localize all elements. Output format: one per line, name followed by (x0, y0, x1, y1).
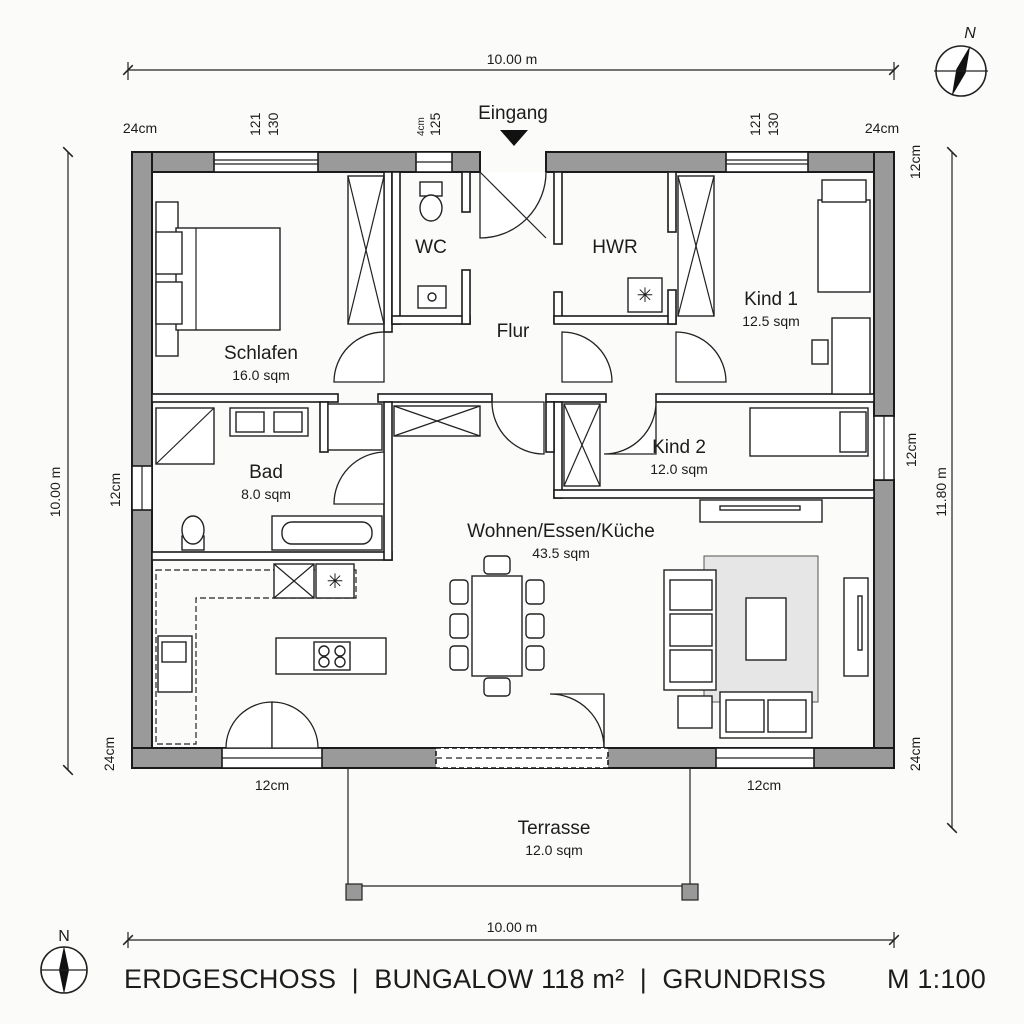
interior-walls (151, 171, 875, 561)
room-name-wc: WC (415, 237, 447, 258)
dim-left-bottom: 24cm (101, 737, 117, 771)
room-area-kind1: 12.5 sqm (742, 313, 800, 329)
terrace-outline (345, 768, 699, 901)
dim-right-top: 12cm (907, 145, 923, 179)
dim-top-width: 10.00 m (487, 51, 538, 67)
dim-window-tl-b: 130 (265, 112, 281, 136)
room-name-schlafen: Schlafen (224, 343, 298, 364)
furniture: ✳ (155, 175, 871, 745)
dim-window-wc-a: 4cm (416, 117, 427, 136)
room-name-flur: Flur (497, 321, 530, 342)
doors (225, 171, 727, 749)
room-name-bad: Bad (249, 462, 283, 483)
footer-title: ERDGESCHOSS | BUNGALOW 118 m² | GRUNDRIS… (124, 964, 826, 994)
dimension-lines (62, 62, 958, 948)
north-label-top: N (964, 25, 976, 42)
room-name-kind1: Kind 1 (744, 289, 798, 310)
dim-right-height: 11.80 m (933, 467, 949, 517)
room-name-terrasse: Terrasse (518, 818, 591, 839)
dim-window-wc-b: 125 (427, 112, 443, 136)
footer-scale: M 1:100 (887, 964, 986, 994)
dim-wall-tl: 24cm (123, 120, 157, 136)
room-area-wohnen: 43.5 sqm (532, 545, 590, 561)
room-name-kind2: Kind 2 (652, 437, 706, 458)
dim-left-height: 10.00 m (47, 467, 63, 518)
north-label-bottom: N (58, 928, 70, 945)
room-name-hwr: HWR (592, 237, 637, 258)
room-area-terrasse: 12.0 sqm (525, 842, 583, 858)
svg-text:✳: ✳ (327, 571, 344, 593)
entrance-arrow-icon (500, 130, 528, 146)
dim-bottom-right: 12cm (747, 777, 781, 793)
dim-window-tr-a: 121 (747, 112, 763, 136)
dim-window-tr-b: 130 (765, 112, 781, 136)
dim-bottom-left: 12cm (255, 777, 289, 793)
dim-right-mid: 12cm (903, 433, 919, 467)
room-area-bad: 8.0 sqm (241, 486, 291, 502)
room-area-kind2: 12.0 sqm (650, 461, 708, 477)
dim-left-mid: 12cm (107, 473, 123, 507)
svg-text:✳: ✳ (637, 285, 654, 307)
compass-rose-top-icon: N (934, 25, 988, 97)
windows (131, 151, 895, 769)
entrance-label: Eingang (478, 103, 548, 124)
compass-rose-bottom-icon: N (40, 928, 88, 994)
dim-window-tl-a: 121 (247, 112, 263, 136)
dim-wall-tr: 24cm (865, 120, 899, 136)
room-area-schlafen: 16.0 sqm (232, 367, 290, 383)
room-name-wohnen: Wohnen/Essen/Küche (467, 521, 655, 542)
dim-bottom-width: 10.00 m (487, 919, 538, 935)
dim-right-bottom: 24cm (907, 737, 923, 771)
